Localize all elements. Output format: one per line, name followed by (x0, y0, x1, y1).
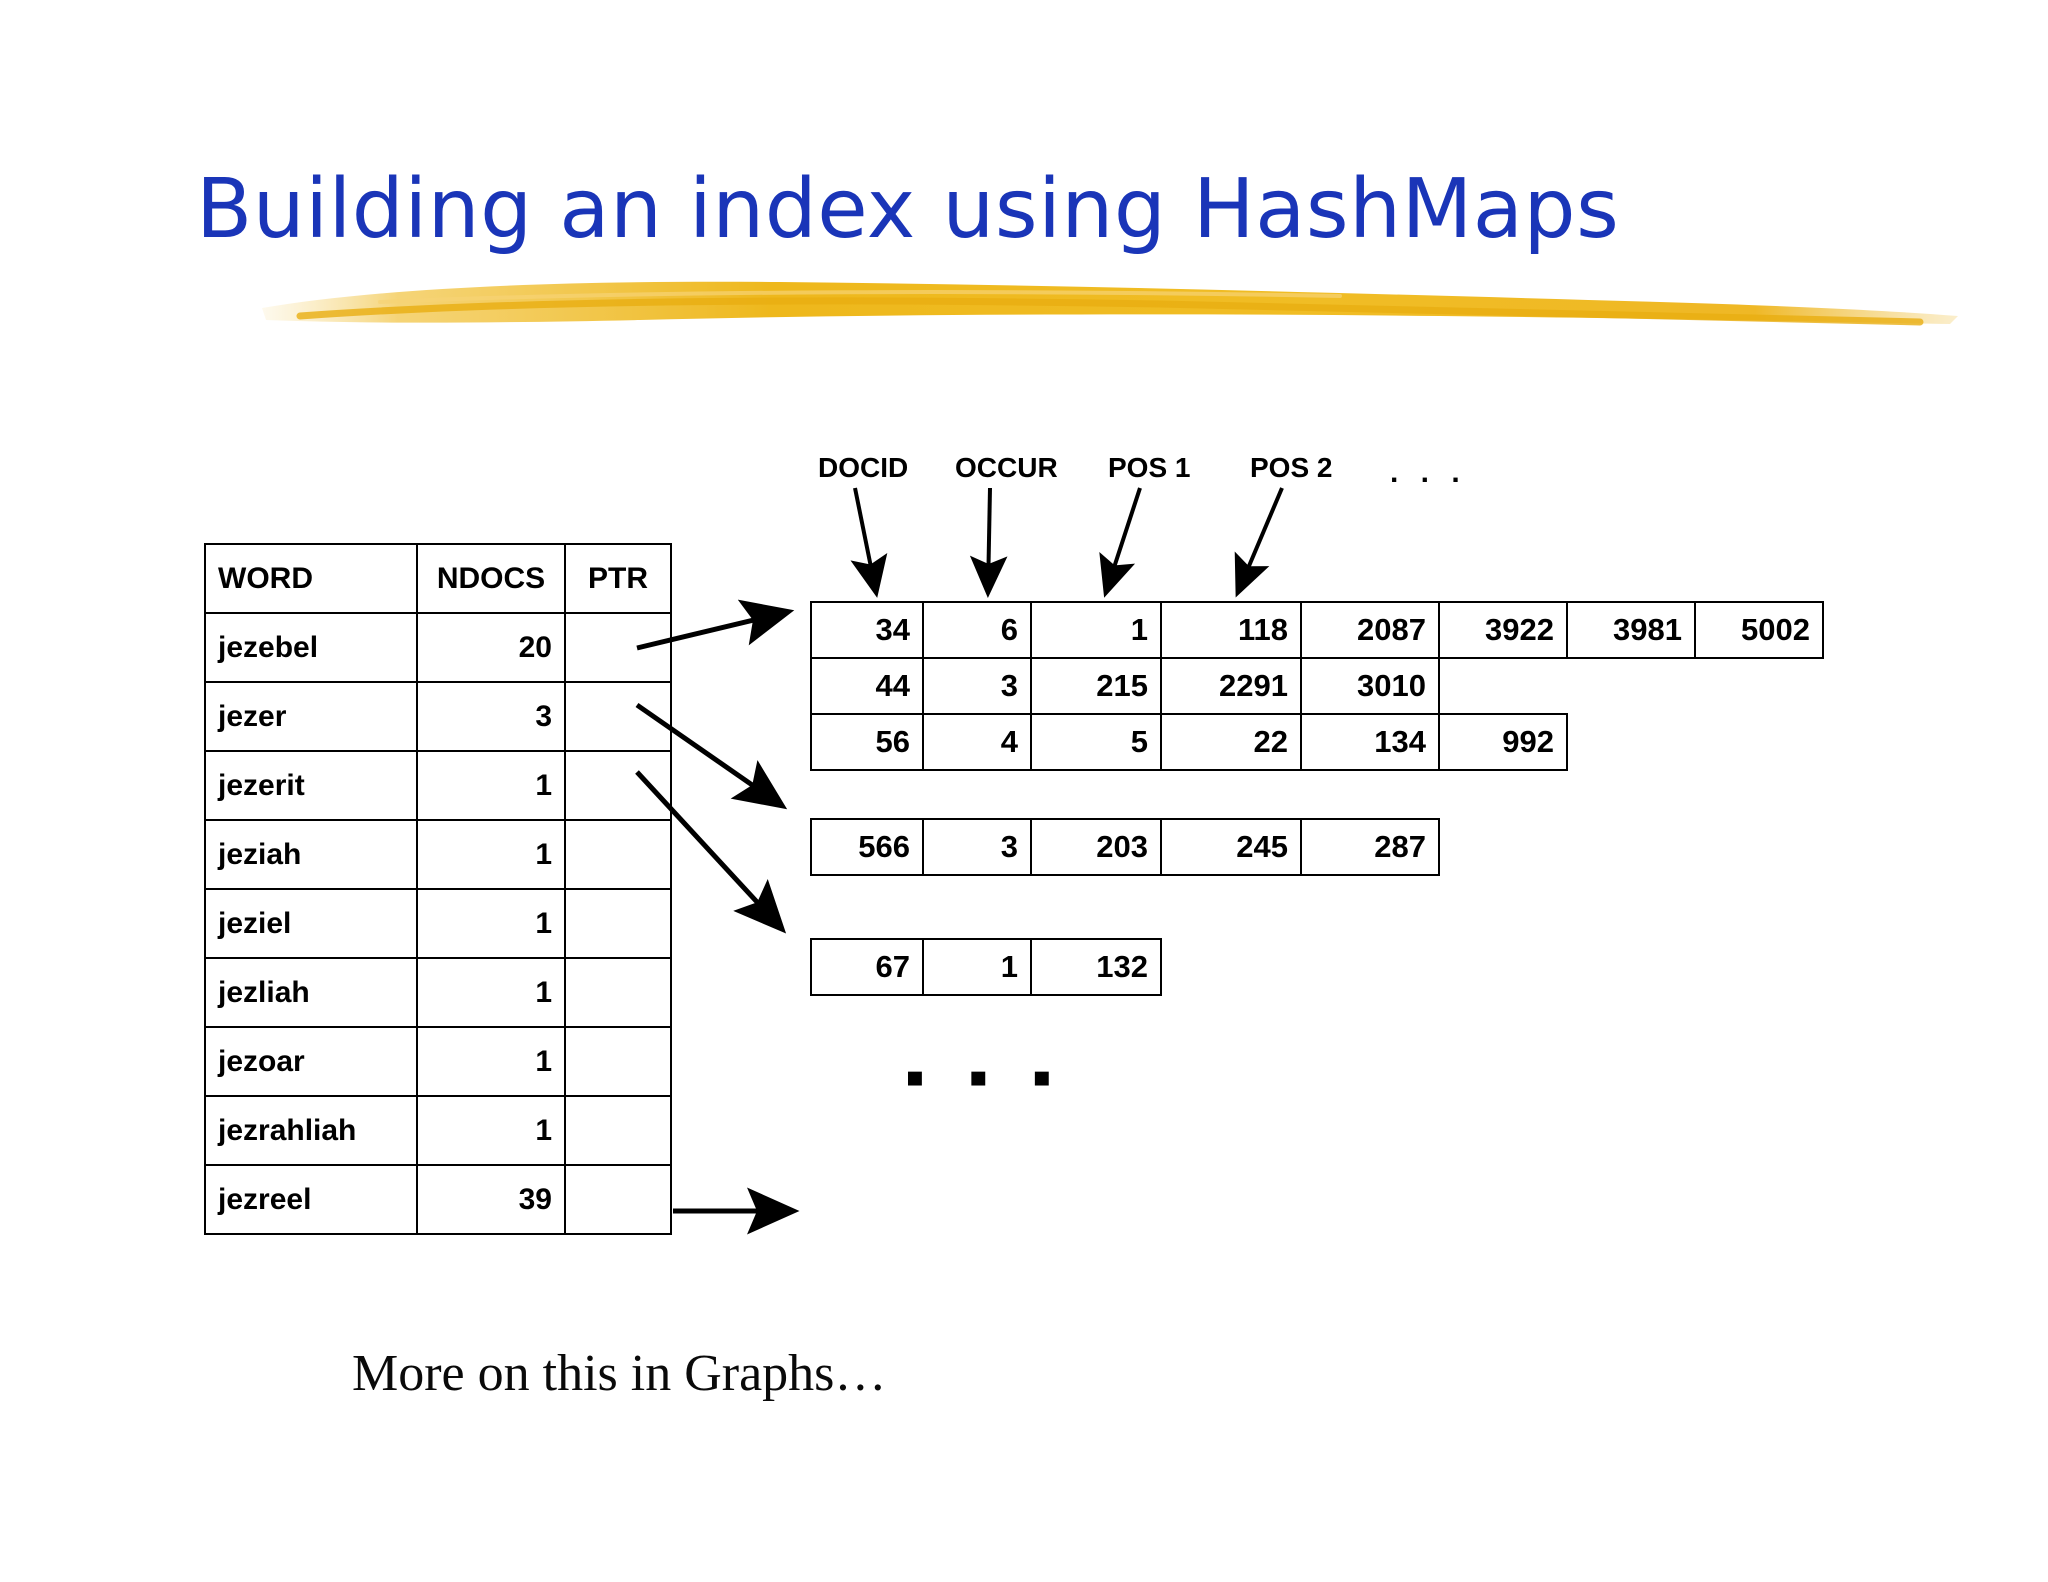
footer-caption: More on this in Graphs… (352, 1345, 887, 1402)
cell-word: jezreel (204, 1164, 418, 1235)
posting-row-jezebel-doc44: 44 3 215 2291 3010 (810, 657, 1440, 715)
leader-line-occur (969, 487, 1008, 598)
lexicon-table: WORD NDOCS PTR jezebel 20 jezer 3 jezeri… (204, 543, 672, 1235)
cell-word: jezerit (204, 750, 418, 821)
posting-cell-docid: 67 (810, 938, 924, 996)
posting-row-jezer-doc566: 566 3 203 245 287 (810, 818, 1440, 876)
posting-row-jezebel-doc56: 56 4 5 22 134 992 (810, 713, 1568, 771)
posting-cell-pos: 2087 (1300, 601, 1440, 659)
posting-cell-pos: 992 (1438, 713, 1568, 771)
cell-ptr (564, 681, 672, 752)
posting-cell-pos: 22 (1160, 713, 1302, 771)
posting-lists-ellipsis: ▪ ▪ ▪ (905, 1045, 1066, 1108)
cell-ndocs: 1 (416, 1026, 566, 1097)
posting-cell-pos: 3981 (1566, 601, 1696, 659)
column-header-ptr: PTR (564, 543, 672, 614)
field-label-ellipsis: . . . (1390, 456, 1467, 489)
cell-ndocs: 3 (416, 681, 566, 752)
table-header-row: WORD NDOCS PTR (204, 543, 672, 614)
posting-cell-pos: 5002 (1694, 601, 1824, 659)
table-row[interactable]: jezer 3 (204, 681, 672, 752)
table-row[interactable]: jezerit 1 (204, 750, 672, 821)
cell-ndocs: 1 (416, 888, 566, 959)
table-row[interactable]: jezliah 1 (204, 957, 672, 1028)
posting-cell-docid: 566 (810, 818, 924, 876)
posting-row-jezerit-doc67: 67 1 132 (810, 938, 1162, 996)
decorative-swoosh (262, 281, 1958, 326)
posting-cell-pos: 287 (1300, 818, 1440, 876)
table-row[interactable]: jezoar 1 (204, 1026, 672, 1097)
cell-word: jezrahliah (204, 1095, 418, 1166)
cell-ndocs: 39 (416, 1164, 566, 1235)
column-header-word: WORD (204, 543, 418, 614)
posting-cell-pos: 5 (1030, 713, 1162, 771)
posting-cell-occur: 1 (922, 938, 1032, 996)
table-row[interactable]: jeziah 1 (204, 819, 672, 890)
field-label-occur: OCCUR (955, 452, 1058, 483)
posting-cell-docid: 44 (810, 657, 924, 715)
posting-cell-occur: 6 (922, 601, 1032, 659)
cell-ptr (564, 1164, 672, 1235)
cell-word: jezebel (204, 612, 418, 683)
table-row[interactable]: jeziel 1 (204, 888, 672, 959)
cell-word: jeziel (204, 888, 418, 959)
field-label-pos2: POS 2 (1250, 452, 1333, 483)
posting-cell-pos: 134 (1300, 713, 1440, 771)
posting-cell-occur: 3 (922, 818, 1032, 876)
cell-ndocs: 1 (416, 819, 566, 890)
cell-ptr (564, 1095, 672, 1166)
field-label-docid: DOCID (818, 452, 909, 483)
posting-cell-pos: 245 (1160, 818, 1302, 876)
leader-line-docid (850, 487, 888, 598)
cell-ptr (564, 888, 672, 959)
cell-ndocs: 20 (416, 612, 566, 683)
posting-cell-pos: 203 (1030, 818, 1162, 876)
posting-cell-pos: 118 (1160, 601, 1302, 659)
posting-cell-occur: 3 (922, 657, 1032, 715)
cell-ptr (564, 612, 672, 683)
posting-cell-pos: 2291 (1160, 657, 1302, 715)
cell-ptr (564, 1026, 672, 1097)
cell-ptr (564, 957, 672, 1028)
posting-cell-pos: 132 (1030, 938, 1162, 996)
posting-cell-pos: 3922 (1438, 601, 1568, 659)
posting-row-jezebel-doc34: 34 6 1 118 2087 3922 3981 5002 (810, 601, 1824, 659)
leader-line-pos2 (1234, 487, 1284, 598)
table-row[interactable]: jezrahliah 1 (204, 1095, 672, 1166)
posting-cell-pos: 3010 (1300, 657, 1440, 715)
cell-ndocs: 1 (416, 1095, 566, 1166)
leader-line-pos1 (1099, 487, 1142, 598)
posting-cell-docid: 56 (810, 713, 924, 771)
column-header-ndocs: NDOCS (416, 543, 566, 614)
cell-ptr (564, 750, 672, 821)
cell-word: jezoar (204, 1026, 418, 1097)
cell-word: jeziah (204, 819, 418, 890)
table-row[interactable]: jezebel 20 (204, 612, 672, 683)
posting-cell-occur: 4 (922, 713, 1032, 771)
cell-ndocs: 1 (416, 750, 566, 821)
table-row[interactable]: jezreel 39 (204, 1164, 672, 1235)
cell-ndocs: 1 (416, 957, 566, 1028)
posting-cell-pos: 1 (1030, 601, 1162, 659)
posting-cell-pos: 215 (1030, 657, 1162, 715)
cell-word: jezer (204, 681, 418, 752)
field-label-pos1: POS 1 (1108, 452, 1191, 483)
cell-word: jezliah (204, 957, 418, 1028)
page-title: Building an index using HashMaps (196, 162, 1620, 257)
cell-ptr (564, 819, 672, 890)
posting-cell-docid: 34 (810, 601, 924, 659)
